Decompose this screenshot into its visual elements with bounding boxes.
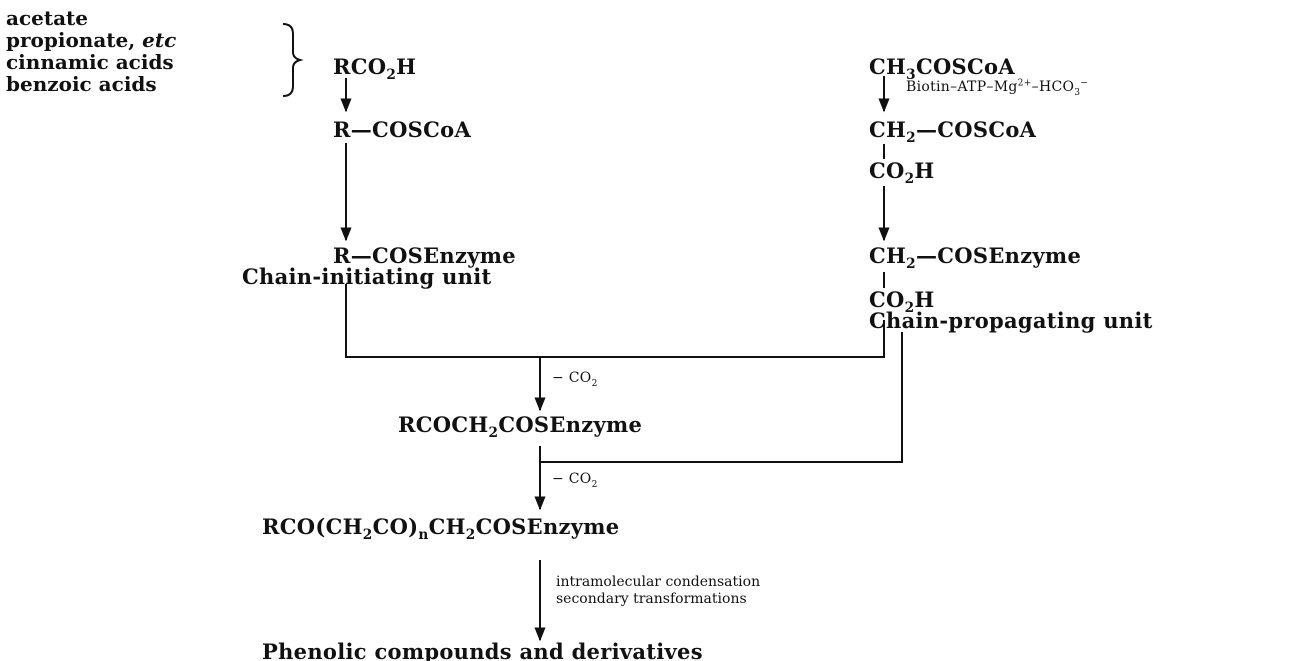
minus-co2-label-1: − CO2 bbox=[552, 370, 598, 389]
malonyl-coa: CH2—COSCoA bbox=[869, 117, 1037, 147]
malonyl-enzyme-carboxyl: CO2H bbox=[869, 287, 935, 317]
source-etc: etc bbox=[142, 28, 177, 52]
condensation-note-line2: secondary transformations bbox=[556, 591, 747, 607]
malonyl-enzyme: CH2—COSEnzyme bbox=[869, 243, 1082, 273]
source-cinnamic-acids: cinnamic acids bbox=[6, 50, 174, 74]
connector-propagating-unit-1 bbox=[540, 320, 885, 358]
cofactor-label: Biotin–ATP–Mg2+–HCO3− bbox=[906, 78, 1089, 98]
connector-propagating-unit-2 bbox=[540, 332, 903, 463]
source-brace bbox=[282, 23, 304, 97]
left-acid: RCO2H bbox=[333, 54, 417, 84]
condensation-note-line1: intramolecular condensation bbox=[556, 574, 761, 590]
source-propionate: propionate, etc bbox=[6, 30, 176, 50]
malonyl-coa-carboxyl: CO2H bbox=[869, 158, 935, 188]
chain-initiating-unit-label: Chain-initiating unit bbox=[242, 264, 492, 289]
minus-co2-label-2: − CO2 bbox=[552, 471, 598, 490]
chain-propagating-unit-label: Chain-propagating unit bbox=[869, 308, 1153, 333]
left-acyl-enzyme: R—COSEnzyme bbox=[333, 243, 516, 268]
acetyl-coa: CH3COSCoA bbox=[869, 54, 1015, 84]
connector-initiating-unit bbox=[345, 284, 540, 358]
source-benzoic-acids: benzoic acids bbox=[6, 72, 157, 96]
intermediate-polyketide-enzyme: RCO(CH2CO)nCH2COSEnzyme bbox=[262, 514, 620, 544]
source-acetate: acetate bbox=[6, 6, 89, 30]
source-propionate-text: propionate, bbox=[6, 28, 143, 52]
final-product: Phenolic compounds and derivatives bbox=[262, 639, 703, 661]
intermediate-acyl-malonyl-enzyme: RCOCH2COSEnzyme bbox=[398, 412, 643, 442]
left-acyl-coa: R—COSCoA bbox=[333, 117, 472, 142]
